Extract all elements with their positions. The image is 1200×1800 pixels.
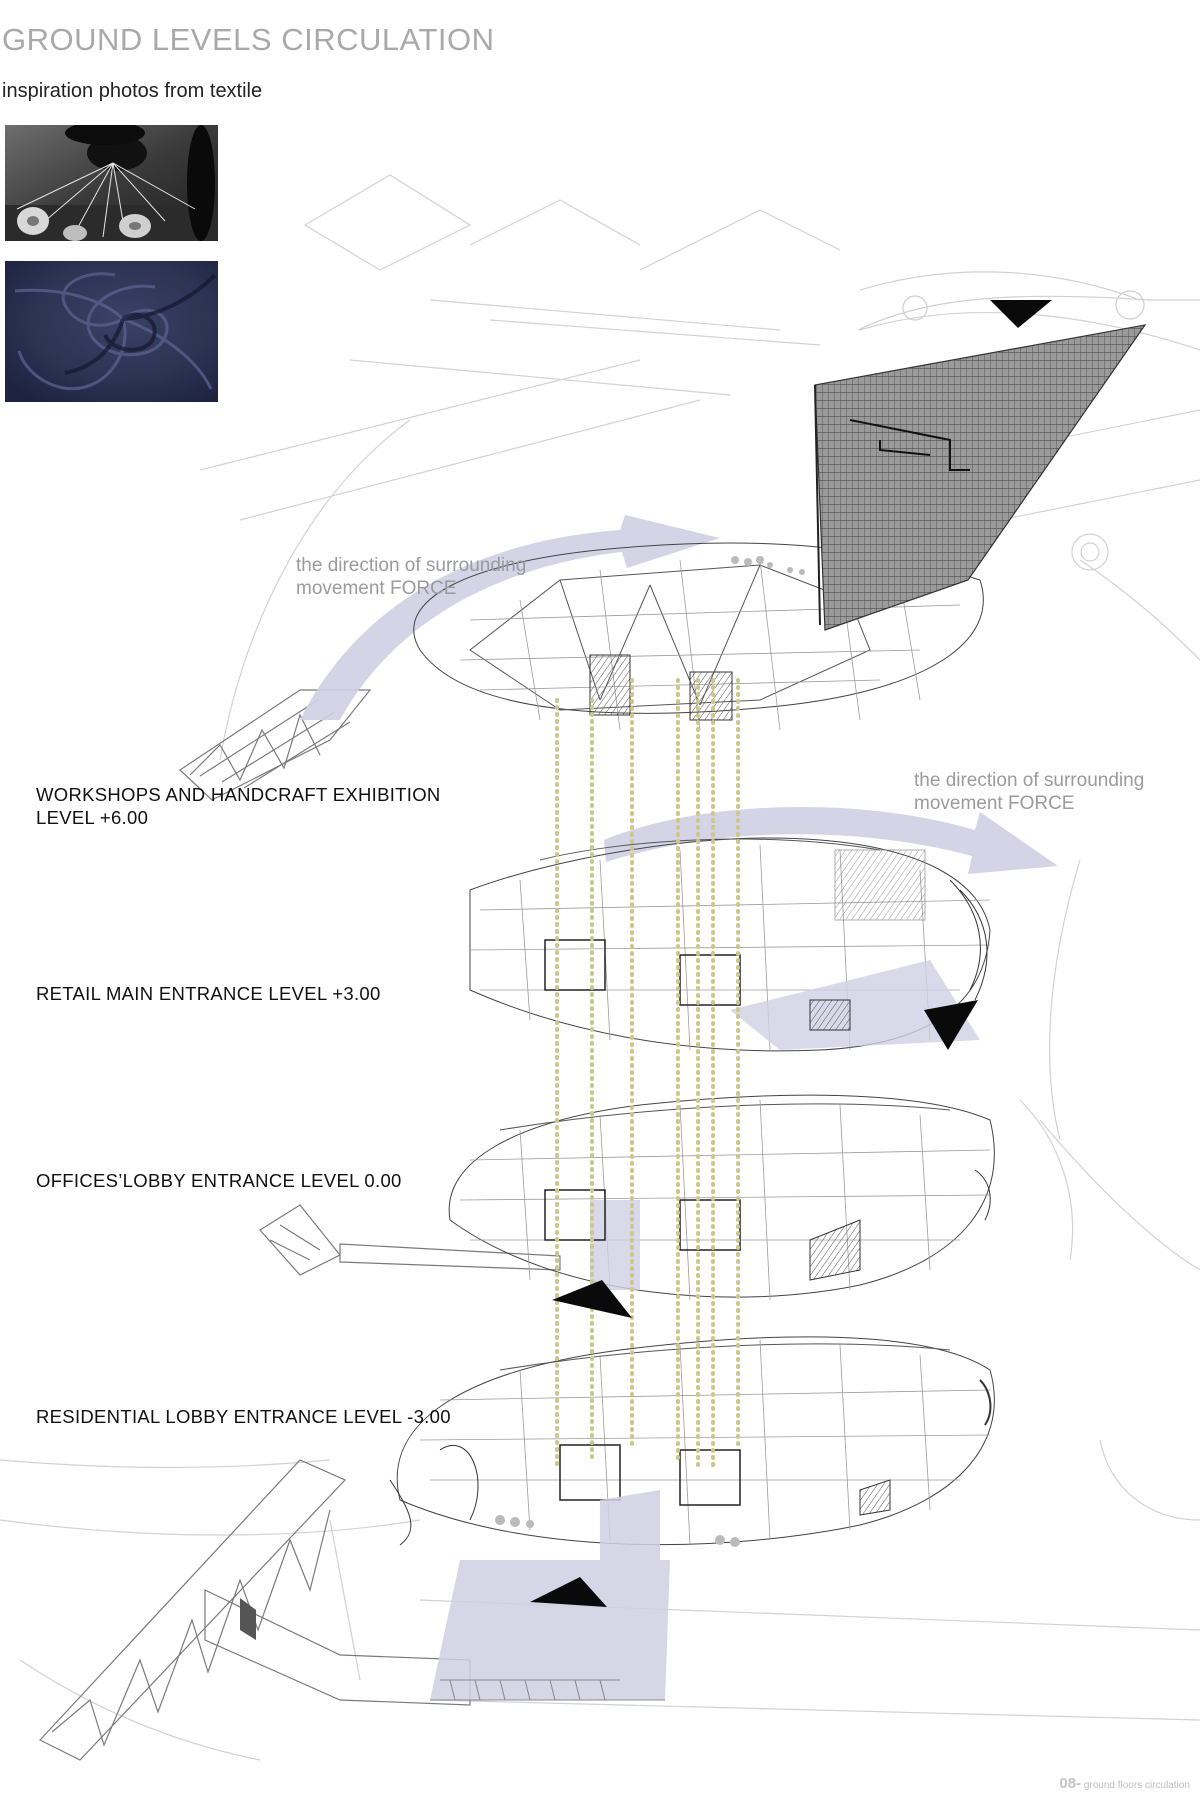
vertical-circulation-lines (555, 678, 740, 1472)
force-arrow-upper (300, 515, 720, 720)
entry-arrow-offices (552, 1280, 632, 1318)
level-label-retail: RETAIL MAIN ENTRANCE LEVEL +3.00 (36, 983, 381, 1004)
force-annotation-line: movement FORCE (296, 578, 457, 599)
force-annotation-line: movement FORCE (914, 793, 1075, 814)
force-arrow-lower (604, 807, 1058, 874)
pedestrian-bridges (39, 689, 561, 1761)
textile-spinning-photo (5, 125, 218, 241)
page-number: 08- (1059, 1775, 1082, 1792)
page-title: GROUND LEVELS CIRCULATION (2, 22, 495, 57)
level-label-line: LEVEL +6.00 (36, 807, 149, 828)
force-annotation-line: the direction of surrounding (914, 770, 1145, 791)
page-footer: 08- ground floors circulation (1059, 1775, 1190, 1792)
force-annotation-line: the direction of surrounding (296, 555, 527, 576)
floor-plate-level-minus-3 (389, 1336, 995, 1547)
entry-arrow-top (990, 300, 1052, 328)
level-label-residential: RESIDENTIAL LOBBY ENTRANCE LEVEL -3.00 (36, 1406, 451, 1427)
page-footer-label: ground floors circulation (1083, 1780, 1190, 1791)
level-label-workshops: WORKSHOPS AND HANDCRAFT EXHIBITION LEVEL… (36, 783, 441, 829)
force-annotation-upper: the direction of surrounding movement FO… (296, 554, 526, 600)
twisted-fabric-photo (5, 261, 218, 402)
entry-arrow-retail (924, 1000, 978, 1050)
floor-plate-level-3 (469, 837, 991, 1052)
inspiration-subtitle: inspiration photos from textile (2, 80, 263, 102)
force-annotation-lower: the direction of surrounding movement FO… (914, 769, 1144, 815)
level-label-offices: OFFICES’LOBBY ENTRANCE LEVEL 0.00 (36, 1170, 402, 1191)
entry-arrows (530, 300, 1052, 1607)
tower-facade (814, 324, 1147, 631)
level-label-line: WORKSHOPS AND HANDCRAFT EXHIBITION (36, 784, 441, 805)
entry-arrow-residential (530, 1577, 607, 1607)
